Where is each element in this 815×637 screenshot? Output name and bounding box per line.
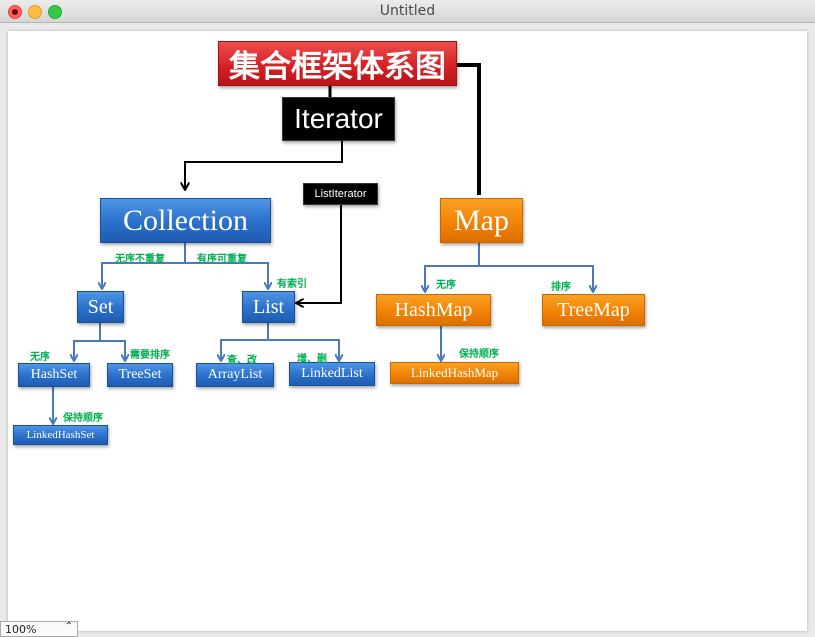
- connector-lines: [8, 63, 807, 631]
- set-node: Set: [77, 291, 124, 323]
- document-canvas: 集合框架体系图 Iterator ListIterator Collection…: [8, 31, 807, 631]
- label-unordered-set: 无序: [30, 352, 50, 363]
- linkedhashmap-node: LinkedHashMap: [390, 362, 519, 384]
- hashmap-node: HashMap: [376, 294, 491, 326]
- connector-collection-set: [102, 243, 186, 288]
- close-window-button[interactable]: [8, 5, 22, 19]
- hashset-node: HashSet: [18, 363, 90, 387]
- connector-title-map: [457, 63, 481, 195]
- diagram-title: 集合框架体系图: [218, 41, 457, 86]
- arraylist-node: ArrayList: [196, 363, 274, 387]
- connector-iterator-collection: [185, 141, 343, 189]
- label-keep-order-map: 保持顺序: [459, 349, 499, 360]
- label-sorted-map: 排序: [551, 282, 571, 293]
- label-query-modify: 查、改: [227, 355, 257, 366]
- linkedlist-node: LinkedList: [289, 362, 375, 386]
- connector-list-linkedlist: [268, 339, 339, 360]
- maximize-window-button[interactable]: [48, 5, 62, 19]
- zoom-value: 100%: [5, 623, 37, 636]
- list-node: List: [242, 291, 295, 323]
- treemap-node: TreeMap: [542, 294, 645, 326]
- connector-map-hashmap: [425, 243, 480, 291]
- map-node: Map: [440, 198, 523, 243]
- connector-set-treeset: [100, 340, 125, 360]
- connector-collection-list: [185, 262, 268, 288]
- label-indexed: 有索引: [277, 279, 307, 290]
- treeset-node: TreeSet: [107, 363, 173, 387]
- connector-set-hashset: [74, 323, 101, 360]
- updown-chevron-icon: ⌃: [64, 621, 73, 632]
- connector-listiterator-list: [297, 205, 342, 303]
- zoom-select[interactable]: 100% ⌃: [0, 621, 78, 637]
- window-titlebar: Untitled: [0, 0, 815, 23]
- linkedhashset-node: LinkedHashSet: [13, 425, 108, 445]
- connector-map-treemap: [479, 265, 593, 291]
- label-ordered-dup: 有序可重复: [197, 254, 247, 265]
- label-add-delete: 增、删: [297, 354, 327, 365]
- minimize-window-button[interactable]: [28, 5, 42, 19]
- label-unordered-map: 无序: [436, 280, 456, 291]
- label-needs-sort: 需要排序: [130, 350, 170, 361]
- collection-node: Collection: [100, 198, 271, 243]
- label-keep-order-set: 保持顺序: [63, 413, 103, 424]
- connector-list-arraylist: [221, 323, 269, 360]
- listiterator-node: ListIterator: [303, 183, 378, 205]
- label-unordered-no-dup: 无序不重复: [115, 254, 165, 265]
- window-title: Untitled: [379, 3, 436, 19]
- iterator-node: Iterator: [282, 97, 395, 141]
